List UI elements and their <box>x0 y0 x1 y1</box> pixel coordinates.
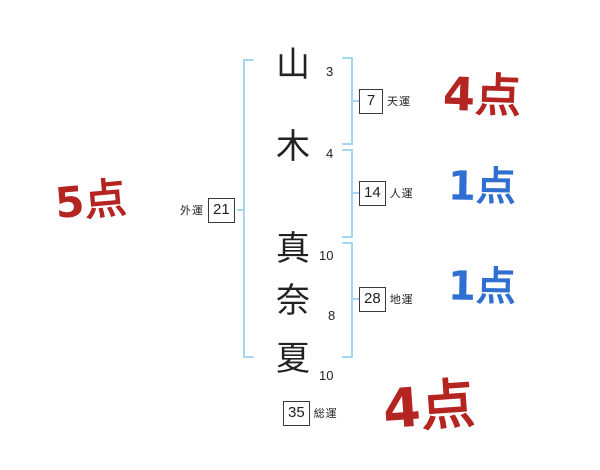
earth-luck-label: 地運 <box>389 294 414 307</box>
stroke-count-2: 4 <box>326 146 334 161</box>
score-earth-luck: 1点 <box>447 263 517 311</box>
outer-luck-bracket <box>237 59 254 358</box>
outer-luck-label: 外運 <box>180 205 204 218</box>
outer-luck: 外運 21 <box>180 198 235 223</box>
person-luck-value: 14 <box>359 181 386 206</box>
heaven-luck: 7 天運 <box>359 89 411 114</box>
name-char-5: 夏 <box>276 340 310 378</box>
total-luck: 35 総運 <box>283 401 338 426</box>
stroke-count-3: 10 <box>319 248 334 263</box>
earth-luck-bracket <box>342 242 360 358</box>
name-char-1: 山 <box>276 46 310 84</box>
person-luck-bracket <box>342 149 360 238</box>
score-total-luck: 4点 <box>380 371 477 442</box>
heaven-luck-label: 天運 <box>387 96 411 109</box>
stroke-count-4: 8 <box>328 308 336 323</box>
earth-luck: 28 地運 <box>359 287 414 312</box>
person-luck: 14 人運 <box>359 181 414 206</box>
stroke-count-1: 3 <box>326 64 334 79</box>
score-person-luck: 1点 <box>447 163 517 211</box>
name-char-2: 木 <box>276 128 310 166</box>
total-luck-label: 総運 <box>313 408 338 421</box>
name-char-4: 奈 <box>276 282 310 320</box>
earth-luck-value: 28 <box>359 287 386 312</box>
name-char-3: 真 <box>276 230 310 268</box>
stroke-count-5: 10 <box>319 368 334 383</box>
total-luck-value: 35 <box>283 401 310 426</box>
outer-luck-value: 21 <box>208 198 235 223</box>
score-outer-luck: 5点 <box>52 172 129 229</box>
score-heaven-luck: 4点 <box>442 66 522 124</box>
heaven-luck-value: 7 <box>359 89 383 114</box>
person-luck-label: 人運 <box>389 188 414 201</box>
heaven-luck-bracket <box>342 57 360 145</box>
